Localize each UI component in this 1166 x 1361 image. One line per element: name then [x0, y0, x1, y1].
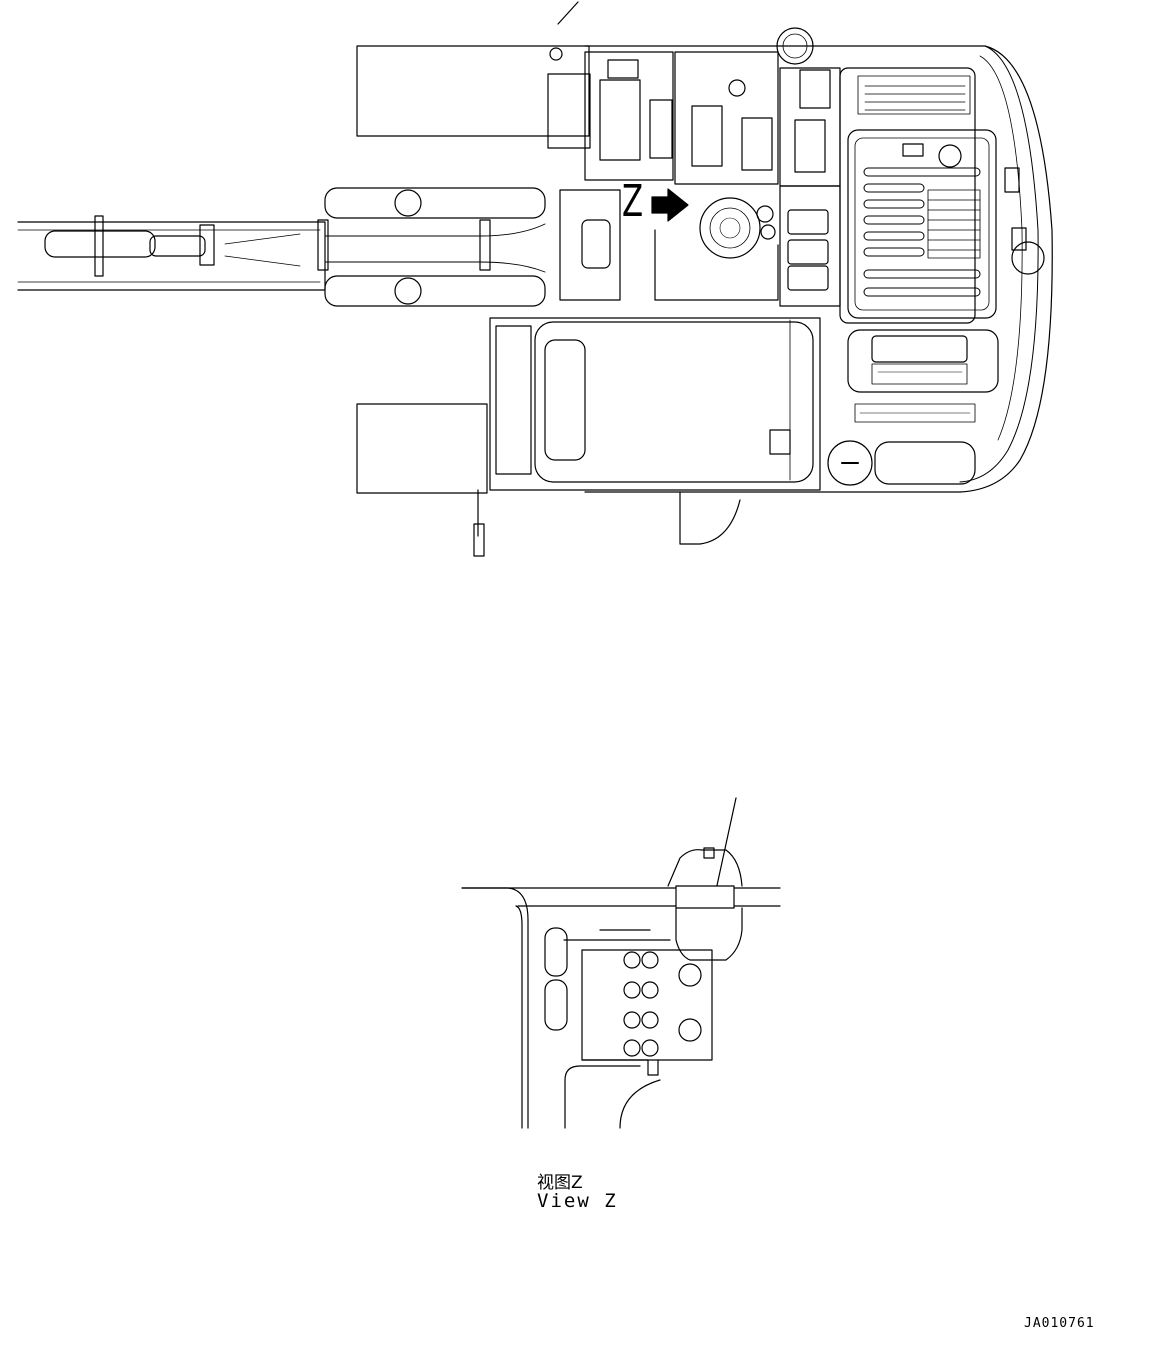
view-caption-chinese: 视图Z	[537, 1173, 583, 1193]
cab-panel-center	[674, 51, 779, 185]
leader-line	[715, 797, 737, 891]
cab-panel-right	[779, 67, 841, 187]
operator-cab	[489, 317, 821, 491]
boom-cylinder-top	[324, 187, 546, 219]
plan-view	[17, 1, 1053, 557]
engine-hood	[839, 67, 976, 324]
view-z-arrow	[651, 188, 689, 222]
left-track-bottom	[356, 403, 488, 494]
filter-label-plate	[675, 885, 735, 909]
valve-ports	[623, 951, 659, 1057]
valve-block	[581, 949, 713, 1061]
drawing-number: JA010761	[1024, 1316, 1095, 1331]
boom-assembly	[17, 187, 546, 307]
lifting-eye-icon	[1011, 241, 1045, 275]
machine-body-outline	[584, 45, 1053, 493]
left-track-top	[356, 45, 590, 137]
view-z-detail	[461, 797, 781, 1129]
hydraulic-tank-cap	[827, 440, 873, 486]
view-caption-english: View Z	[537, 1190, 618, 1212]
hood-slats	[863, 167, 981, 297]
view-z-marker: Z	[622, 176, 644, 227]
boom-cylinder-bottom	[324, 275, 546, 307]
radiator-grille	[857, 75, 981, 259]
fuel-cap-icon	[938, 144, 962, 168]
swivel-joint	[699, 197, 761, 259]
cab-panel-left	[584, 51, 674, 181]
